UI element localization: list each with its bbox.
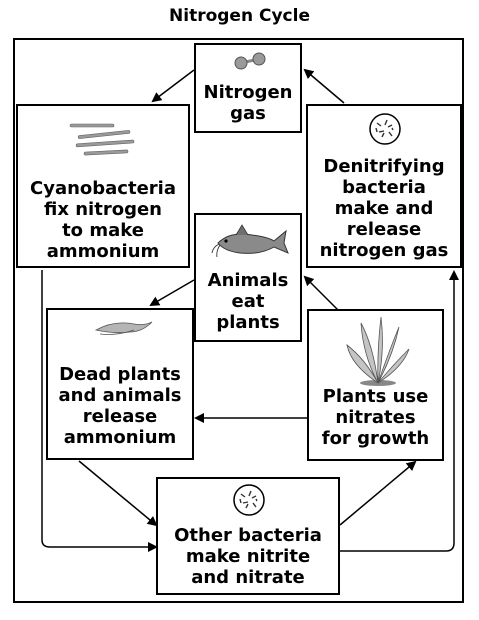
bacteria-strands-icon	[69, 123, 135, 156]
microbe-dish-icon	[233, 484, 265, 516]
arrow-plants-to-animals	[303, 275, 339, 311]
box-animals: Animals eat plants	[194, 213, 302, 342]
dead-leaf-icon	[94, 321, 153, 335]
box-dead: Dead plants and animals release ammonium	[46, 308, 194, 460]
dead-label: Dead plants and animals release ammonium	[58, 364, 182, 448]
arrow-other-to-plants	[339, 460, 417, 526]
denitrifying-label: Denitrifying bacteria make and release n…	[319, 156, 449, 261]
arrow-animals-to-dead	[149, 279, 195, 307]
arrow-nitrogen-to-cyanobacteria	[151, 69, 195, 103]
cyanobacteria-label: Cyanobacteria fix nitrogen to make ammon…	[30, 178, 176, 262]
animals-label: Animals eat plants	[207, 270, 289, 333]
box-cyanobacteria: Cyanobacteria fix nitrogen to make ammon…	[16, 104, 190, 268]
box-nitrogen-gas: Nitrogen gas	[194, 43, 302, 133]
arrow-denitrifying-to-nitrogen	[303, 68, 345, 104]
arrow-other-to-denitrifying	[340, 270, 459, 552]
molecule-icon	[234, 52, 266, 70]
arrow-cyanobacteria-to-other	[41, 270, 158, 552]
microbe-dish-icon	[369, 113, 401, 145]
diagram-frame	[13, 38, 464, 603]
box-plants: Plants use nitrates for growth	[307, 309, 444, 461]
box-other-bacteria: Other bacteria make nitrite and nitrate	[156, 477, 340, 595]
plants-label: Plants use nitrates for growth	[321, 386, 430, 449]
other-bacteria-label: Other bacteria make nitrite and nitrate	[174, 525, 322, 588]
diagram-title: Nitrogen Cycle	[169, 6, 310, 26]
catfish-icon	[211, 224, 289, 258]
box-denitrifying: Denitrifying bacteria make and release n…	[306, 104, 462, 268]
nitrogen-gas-label: Nitrogen gas	[203, 82, 293, 124]
aquatic-plant-icon	[346, 316, 410, 386]
arrow-dead-to-other	[78, 460, 158, 527]
